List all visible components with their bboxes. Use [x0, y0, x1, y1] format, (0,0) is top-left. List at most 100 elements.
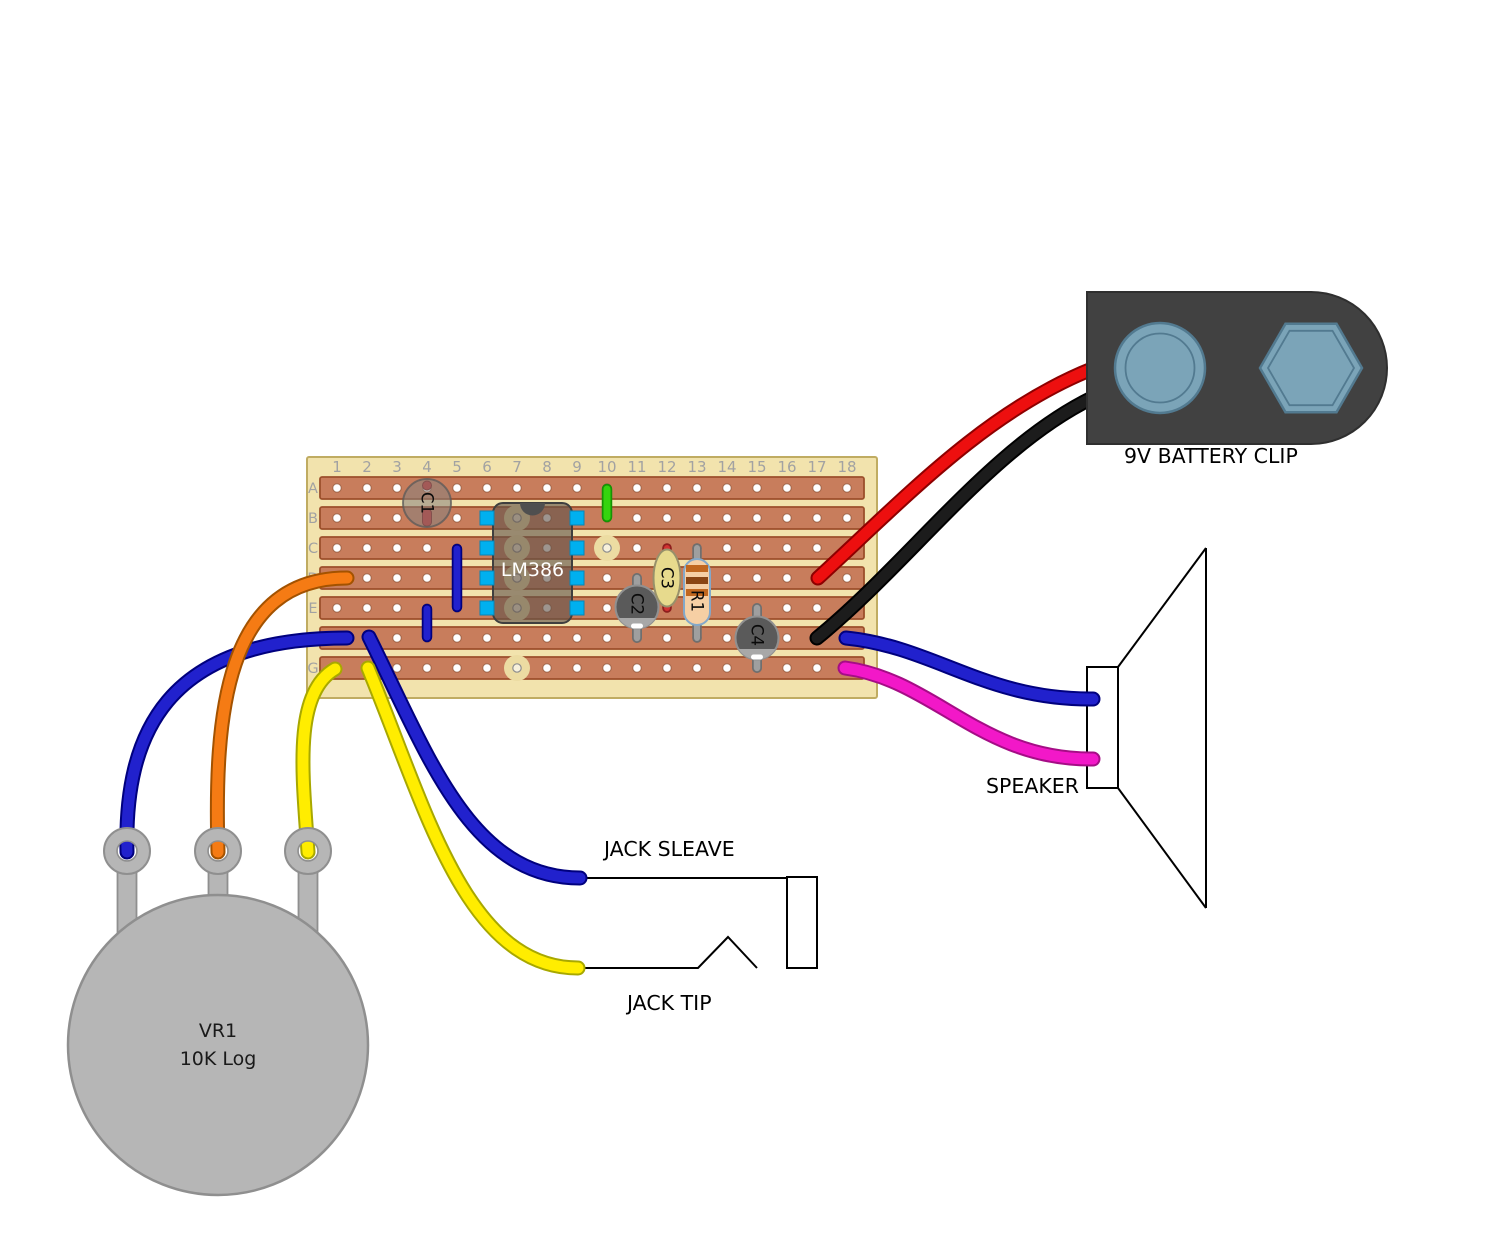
column-label-6: 6: [482, 458, 492, 476]
hole-G9: [572, 663, 582, 673]
hole-E2: [362, 603, 372, 613]
column-label-10: 10: [597, 458, 616, 476]
c2-stripe: [618, 618, 656, 629]
hole-A6: [482, 483, 492, 493]
column-label-17: 17: [807, 458, 826, 476]
hole-A18: [842, 483, 852, 493]
hole-G4: [422, 663, 432, 673]
hole-F9: [572, 633, 582, 643]
speaker-magnet: [1086, 666, 1119, 789]
pot-ring-1-inner: [116, 840, 138, 862]
c1-body: [402, 478, 452, 528]
hole-C14: [722, 543, 732, 553]
hole-D10: [602, 573, 612, 583]
capacitor-c1: C1: [402, 478, 452, 528]
speaker-cone-bottom: [1117, 787, 1207, 909]
c3-body: [652, 548, 682, 608]
hole-D15: [752, 573, 762, 583]
c4-label: C4: [748, 624, 767, 646]
column-label-3: 3: [392, 458, 402, 476]
hole-E16: [782, 603, 792, 613]
hole-F12: [662, 633, 672, 643]
ic-pin-7: [569, 540, 585, 556]
pot-ring-1: [104, 828, 150, 874]
hole-C17: [812, 543, 822, 553]
hole-F3: [392, 633, 402, 643]
hole-D3: [392, 573, 402, 583]
hole-B11: [632, 513, 642, 523]
c2-polarity-mark: [631, 623, 643, 629]
hole-A15: [752, 483, 762, 493]
pot-ring-3: [285, 828, 331, 874]
hole-B14: [722, 513, 732, 523]
potentiometer: VR1 10K Log: [66, 840, 370, 1197]
hole-D14: [722, 573, 732, 583]
pot-body: [66, 893, 370, 1197]
hole-G8: [542, 663, 552, 673]
hole-A16: [782, 483, 792, 493]
row-label-A: A: [308, 481, 318, 497]
hole-C15: [752, 543, 762, 553]
hole-B3: [392, 513, 402, 523]
track-cut-hole-G7: [512, 663, 522, 673]
ic-pin-3: [479, 570, 495, 586]
battery-terminal-hex: [1258, 322, 1364, 414]
hole-A2: [362, 483, 372, 493]
hole-A17: [812, 483, 822, 493]
c3-label: C3: [658, 567, 677, 589]
hole-D2: [362, 573, 372, 583]
pot-ring-3-inner: [297, 840, 319, 862]
hole-B16: [782, 513, 792, 523]
hole-E17: [812, 603, 822, 613]
ic-pin-2: [479, 540, 495, 556]
hole-A7: [512, 483, 522, 493]
speaker-cone-top: [1117, 547, 1207, 668]
pot-ring-1-outer: [103, 827, 151, 875]
hole-D4: [422, 573, 432, 583]
wire-links: [421, 483, 613, 643]
hole-C1: [332, 543, 342, 553]
row-label-G: G: [307, 661, 318, 677]
wire-battery-black: [811, 392, 1098, 644]
hole-F14: [722, 633, 732, 643]
hole-G3: [392, 663, 402, 673]
c4-stripe: [738, 649, 776, 660]
wire-pot3-yellow: [297, 663, 341, 858]
row-label-B: B: [308, 511, 318, 527]
hole-F7: [512, 633, 522, 643]
wire-speaker-blue: [840, 632, 1099, 705]
hole-C4: [422, 543, 432, 553]
hole-C3: [392, 543, 402, 553]
column-label-14: 14: [717, 458, 736, 476]
hole-C11: [632, 543, 642, 553]
wire-jack-sleeve-blue: [363, 631, 586, 884]
column-label-8: 8: [542, 458, 552, 476]
hole-B15: [752, 513, 762, 523]
hole-G13: [692, 663, 702, 673]
capacitor-c2: C2: [614, 573, 660, 643]
ic-label: LM386: [501, 559, 564, 581]
hole-F5: [452, 633, 462, 643]
column-label-13: 13: [687, 458, 706, 476]
hole-B17: [812, 513, 822, 523]
pot-ring-2: [195, 828, 241, 874]
ic-pin-1: [479, 510, 495, 526]
ic-notch: [520, 503, 545, 516]
wire-battery-red: [812, 363, 1098, 584]
hole-D18: [842, 573, 852, 583]
pot-name: VR1: [199, 1020, 237, 1042]
column-label-2: 2: [362, 458, 372, 476]
wire-speaker-magenta: [839, 662, 1099, 765]
column-label-5: 5: [452, 458, 462, 476]
track-cut-hole-C10: [602, 543, 612, 553]
column-label-12: 12: [657, 458, 676, 476]
hole-E3: [392, 603, 402, 613]
hole-B1: [332, 513, 342, 523]
hole-F8: [542, 633, 552, 643]
speaker-label: SPEAKER: [986, 774, 1079, 798]
r1-label: R1: [688, 590, 707, 612]
c4-polarity-mark: [751, 654, 763, 660]
